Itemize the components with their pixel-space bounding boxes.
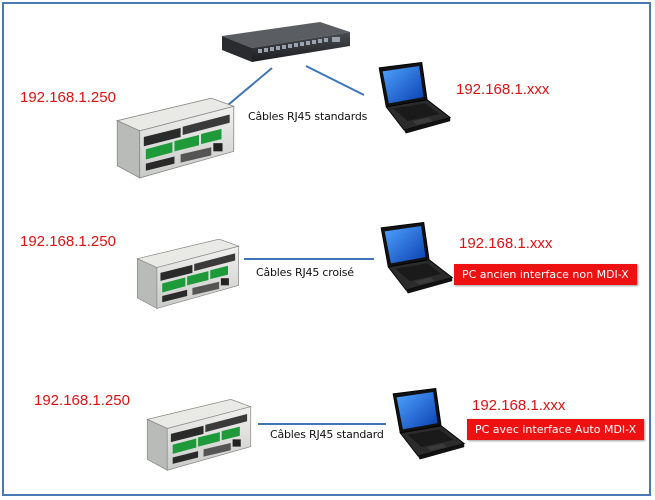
cable-label: Câbles RJ45 standard bbox=[270, 428, 384, 441]
io-module-icon bbox=[116, 97, 235, 179]
laptop-icon bbox=[380, 222, 453, 294]
cable-switch-pc bbox=[305, 65, 365, 96]
module-ip-label: 192.168.1.250 bbox=[20, 89, 116, 106]
pc-interface-badge: PC avec interface Auto MDI-X bbox=[467, 419, 645, 440]
pc-interface-badge: PC ancien interface non MDI-X bbox=[454, 264, 637, 285]
diagram-frame bbox=[2, 2, 651, 496]
module-ip-label: 192.168.1.250 bbox=[34, 392, 130, 409]
module-ip-label: 192.168.1.250 bbox=[20, 233, 116, 250]
pc-ip-label: 192.168.1.xxx bbox=[472, 397, 566, 414]
cable-label: Câbles RJ45 croisé bbox=[256, 266, 354, 279]
network-switch-icon bbox=[222, 22, 350, 62]
pc-ip-label: 192.168.1.xxx bbox=[456, 81, 550, 98]
cable-switch-module bbox=[221, 67, 273, 111]
pc-ip-label: 192.168.1.xxx bbox=[459, 235, 553, 252]
io-module-icon bbox=[146, 398, 252, 471]
laptop-icon bbox=[378, 62, 451, 134]
cable-label: Câbles RJ45 standards bbox=[248, 110, 368, 123]
io-module-icon bbox=[136, 238, 240, 309]
laptop-icon bbox=[392, 388, 465, 460]
